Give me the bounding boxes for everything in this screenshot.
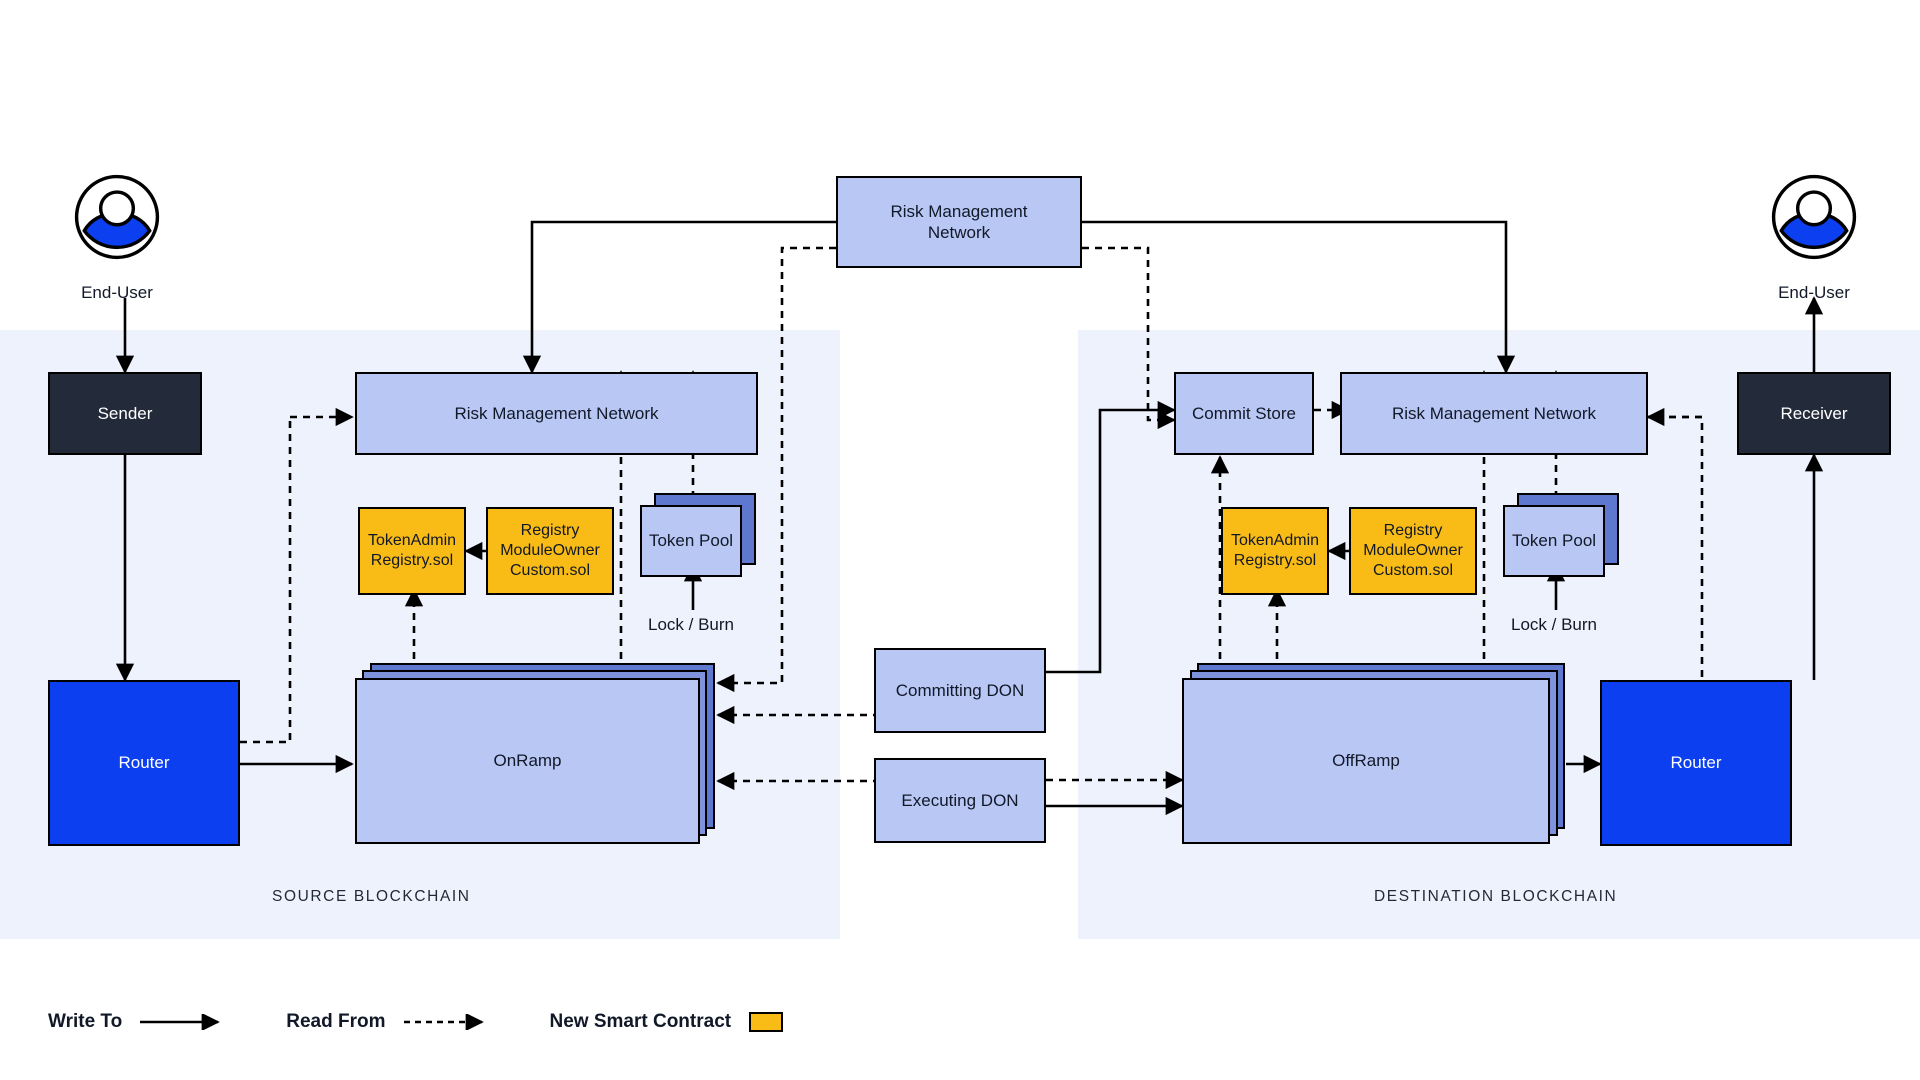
left-enduser-caption: End-User	[81, 283, 153, 302]
node-top-risk-management-network[interactable]: Risk Management Network	[836, 176, 1082, 268]
dest-tokenadmin-line1: TokenAdmin	[1230, 532, 1320, 549]
source-regmodule-line2: ModuleOwner	[500, 542, 600, 559]
source-token-pool-label: Token Pool	[648, 531, 734, 551]
dest-tokenadmin-line2: Registry.sol	[1233, 552, 1317, 569]
sender-label: Sender	[97, 403, 153, 423]
commit-store-label: Commit Store	[1192, 403, 1296, 423]
legend-solid-arrow-icon	[140, 1014, 221, 1030]
receiver-label: Receiver	[1780, 403, 1848, 423]
destination-blockchain-label: DESTINATION BLOCKCHAIN	[1374, 888, 1618, 905]
right-enduser-caption: End-User	[1778, 283, 1850, 302]
node-source-risk-management-network[interactable]: Risk Management Network	[355, 372, 758, 455]
node-sender[interactable]: Sender	[48, 372, 202, 455]
source-router-label: Router	[118, 753, 170, 773]
dest-regmodule-line1: Registry	[1383, 522, 1443, 539]
node-dest-registry-module-owner-custom[interactable]: Registry ModuleOwner Custom.sol	[1349, 507, 1477, 595]
node-destination-router[interactable]: Router	[1600, 680, 1792, 846]
source-rmn-label: Risk Management Network	[454, 403, 659, 423]
dest-lock-burn-label: Lock / Burn	[1511, 615, 1597, 634]
node-source-token-admin-registry[interactable]: TokenAdmin Registry.sol	[358, 507, 466, 595]
source-regmodule-line3: Custom.sol	[509, 562, 591, 579]
legend-read-from-label: Read From	[286, 1011, 386, 1032]
node-offramp[interactable]: OffRamp	[1182, 678, 1550, 844]
destination-router-label: Router	[1670, 753, 1722, 773]
top-rmn-label-line1: Risk Management	[890, 201, 1028, 221]
node-onramp[interactable]: OnRamp	[355, 678, 700, 844]
executing-don-label: Executing DON	[901, 790, 1019, 810]
dest-regmodule-line2: ModuleOwner	[1363, 542, 1463, 559]
user-avatar-icon-right	[1771, 174, 1857, 260]
legend-item-write-to: Write To	[48, 1011, 230, 1033]
node-commit-store[interactable]: Commit Store	[1174, 372, 1314, 455]
source-regmodule-line1: Registry	[520, 522, 580, 539]
legend: Write To Read From	[48, 1005, 784, 1039]
node-executing-don[interactable]: Executing DON	[874, 758, 1046, 843]
legend-item-new-smart-contract: New Smart Contract	[550, 1011, 784, 1033]
legend-dashed-arrow-icon	[403, 1014, 484, 1030]
legend-orange-swatch-icon	[749, 1012, 784, 1032]
offramp-label: OffRamp	[1332, 751, 1400, 771]
source-tokenadmin-line1: TokenAdmin	[367, 532, 457, 549]
node-dest-token-pool[interactable]: Token Pool	[1503, 505, 1605, 577]
top-rmn-label-line2: Network	[927, 223, 991, 242]
committing-don-label: Committing DON	[895, 680, 1025, 700]
node-dest-token-admin-registry[interactable]: TokenAdmin Registry.sol	[1221, 507, 1329, 595]
source-blockchain-label: SOURCE BLOCKCHAIN	[272, 888, 471, 905]
legend-write-to-label: Write To	[48, 1011, 123, 1032]
user-avatar-icon-left	[74, 174, 160, 260]
source-tokenadmin-line2: Registry.sol	[370, 552, 454, 569]
node-source-token-pool[interactable]: Token Pool	[640, 505, 742, 577]
legend-new-smart-contract-label: New Smart Contract	[549, 1011, 732, 1032]
node-committing-don[interactable]: Committing DON	[874, 648, 1046, 733]
source-lock-burn-label: Lock / Burn	[648, 615, 734, 634]
dest-regmodule-line3: Custom.sol	[1372, 562, 1454, 579]
node-receiver[interactable]: Receiver	[1737, 372, 1891, 455]
dest-rmn-label: Risk Management Network	[1391, 403, 1597, 423]
node-destination-risk-management-network[interactable]: Risk Management Network	[1340, 372, 1648, 455]
node-source-router[interactable]: Router	[48, 680, 240, 846]
dest-token-pool-label: Token Pool	[1511, 531, 1597, 551]
legend-item-read-from: Read From	[286, 1011, 493, 1033]
node-source-registry-module-owner-custom[interactable]: Registry ModuleOwner Custom.sol	[486, 507, 614, 595]
onramp-label: OnRamp	[493, 751, 562, 771]
